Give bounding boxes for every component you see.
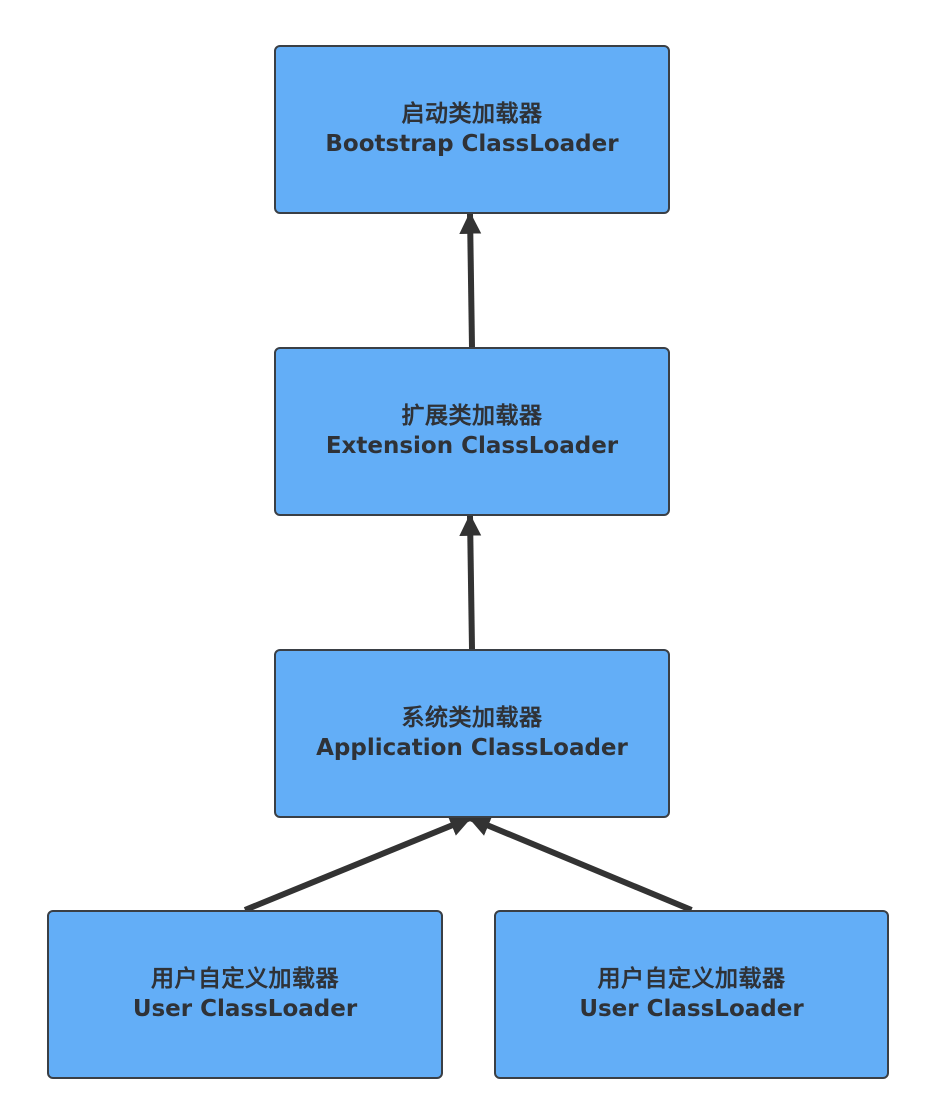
node-label-en: Application ClassLoader <box>316 734 628 761</box>
edge-extension-to-bootstrap <box>459 211 482 348</box>
node-extension-classloader: 扩展类加载器 Extension ClassLoader <box>274 347 670 516</box>
node-label-cn: 用户自定义加载器 <box>151 965 339 992</box>
node-label-en: User ClassLoader <box>132 995 358 1022</box>
edge-user1-to-application <box>243 815 473 913</box>
node-user-classloader-right: 用户自定义加载器 User ClassLoader <box>494 910 889 1079</box>
node-bootstrap-classloader: 启动类加载器 Bootstrap ClassLoader <box>274 45 670 214</box>
node-label-cn: 扩展类加载器 <box>401 402 543 429</box>
node-label-en: User ClassLoader <box>579 995 804 1022</box>
node-label-cn: 启动类加载器 <box>401 100 543 127</box>
node-label-en: Extension ClassLoader <box>325 432 619 459</box>
node-label-cn: 用户自定义加载器 <box>597 965 786 992</box>
node-application-classloader: 系统类加载器 Application ClassLoader <box>274 649 670 818</box>
node-label-en: Bootstrap ClassLoader <box>325 130 619 157</box>
edge-application-to-extension <box>459 513 482 650</box>
edge-user2-to-application <box>467 815 693 913</box>
node-label-cn: 系统类加载器 <box>401 704 543 731</box>
node-user-classloader-left: 用户自定义加载器 User ClassLoader <box>47 910 443 1079</box>
